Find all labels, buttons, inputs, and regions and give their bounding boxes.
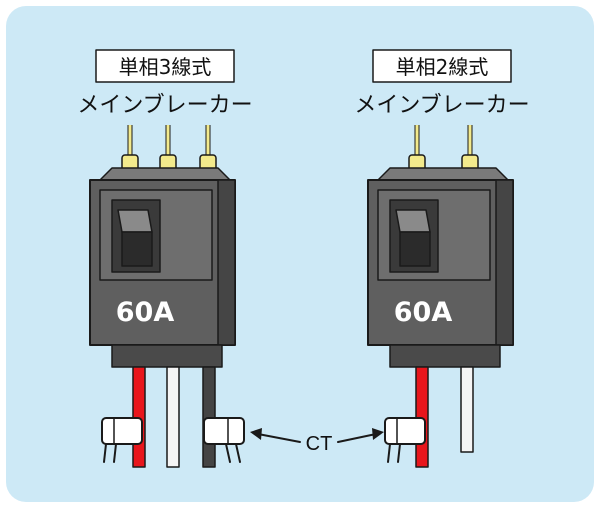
left-terminal-block: [111, 344, 223, 368]
left-type-label: 単相3線式: [119, 55, 212, 79]
ct-arrowhead-right: [372, 428, 384, 440]
ct-arrowhead-left: [250, 428, 262, 440]
left-toggle-switch: [117, 209, 153, 267]
left-type-label-box: [95, 49, 235, 83]
right-rating-label: 60A: [394, 297, 453, 328]
left-top-wires: [121, 125, 217, 176]
left-name-label: メインブレーカー: [77, 93, 252, 118]
left-bottom-wires: [132, 366, 216, 468]
right-name-label: メインブレーカー: [354, 93, 529, 118]
right-type-label: 単相2線式: [396, 55, 489, 79]
left-ct-clamp-2: [203, 417, 245, 463]
right-breaker-group: 単相2線式 メインブレーカー 60A: [354, 49, 530, 468]
ct-arrow-right: [337, 433, 377, 443]
left-ct-clamp-1: [101, 417, 143, 463]
ct-label: CT: [306, 433, 333, 455]
ct-arrow-left: [257, 433, 301, 443]
right-ct-clamp: [384, 417, 426, 463]
left-rating-label: 60A: [116, 297, 175, 328]
ct-callout: CT: [250, 428, 384, 455]
right-terminal-block: [389, 344, 501, 368]
background-panel: [6, 6, 594, 502]
left-breaker-group: 単相3線式 メインブレーカー 60A: [77, 49, 253, 468]
right-type-label-box: [372, 49, 512, 83]
right-toggle-switch: [395, 209, 431, 267]
